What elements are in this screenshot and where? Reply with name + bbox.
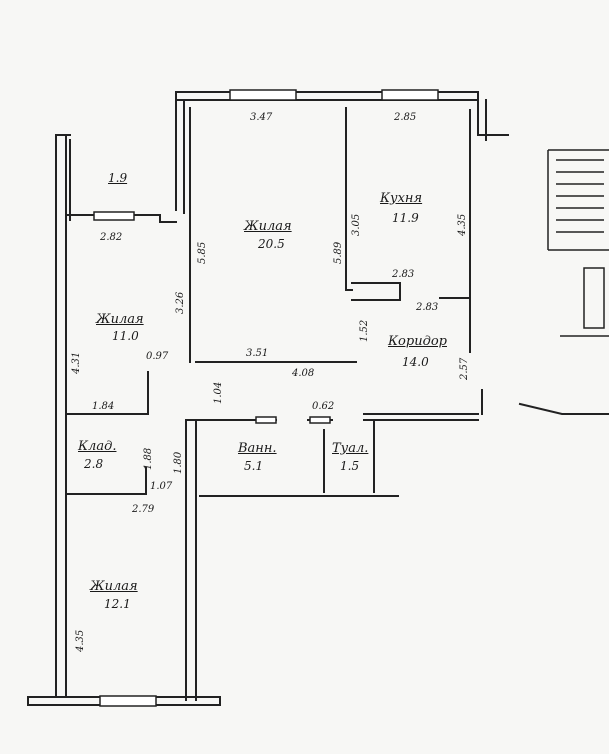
wall-left-exterior	[55, 134, 67, 696]
window-kitchen	[381, 89, 439, 101]
wall-storage-bottom	[67, 467, 147, 495]
dim-285: 2.85	[394, 112, 417, 123]
living3-area: 12.1	[104, 597, 131, 611]
window-balcony	[93, 211, 135, 221]
living2-name: Жилая	[96, 312, 144, 327]
dim-282: 2.82	[100, 232, 123, 243]
dim-180: 1.80	[173, 451, 184, 474]
living3-name: Жилая	[90, 579, 138, 594]
wall-left-block	[175, 91, 185, 214]
door-bath	[255, 416, 277, 424]
dim-408: 4.08	[292, 368, 315, 379]
dim-188: 1.88	[143, 447, 154, 470]
dim-435b: 4.35	[75, 629, 86, 652]
stair-landing	[583, 267, 605, 329]
storage-name: Клад.	[78, 439, 117, 454]
dim-305: 3.05	[351, 213, 362, 236]
dim-279: 2.79	[132, 504, 155, 515]
balcony-area: 1.9	[108, 171, 128, 185]
door-toilet	[309, 416, 331, 424]
dim-435: 4.35	[457, 213, 468, 236]
toilet-area: 1.5	[340, 459, 360, 473]
corridor-area: 14.0	[402, 355, 429, 369]
dim-107: 1.07	[150, 481, 173, 492]
wall-corridor-bottom	[363, 413, 479, 421]
dim-347: 3.47	[250, 112, 273, 123]
stair-outline	[547, 149, 609, 251]
bath-name: Ванн.	[238, 441, 277, 456]
kitchen-area: 11.9	[392, 211, 419, 225]
wall-storage-top	[67, 371, 149, 415]
bath-area: 5.1	[244, 459, 264, 473]
living1-area: 20.5	[258, 237, 285, 251]
wall-bottom-cap	[27, 696, 221, 706]
dim-326: 3.26	[175, 291, 186, 314]
storage-area: 2.8	[84, 457, 104, 471]
wall-kitchen-shelf	[351, 282, 401, 301]
dim-257: 2.57	[459, 357, 470, 380]
wall-living1-right	[345, 107, 353, 291]
dim-585: 5.85	[197, 241, 208, 264]
dim-283a: 2.83	[392, 269, 415, 280]
wall-toilet	[323, 419, 375, 493]
living2-area: 11.0	[112, 329, 139, 343]
window-bottom	[99, 695, 157, 707]
dim-431: 4.31	[71, 351, 82, 374]
dim-283b: 2.83	[416, 302, 439, 313]
dim-589: 5.89	[333, 241, 344, 264]
toilet-name: Туал.	[332, 441, 369, 456]
stair-steps	[556, 159, 604, 233]
window-living1	[229, 89, 297, 101]
living1-name: Жилая	[244, 219, 292, 234]
corridor-name: Коридор	[388, 334, 447, 349]
dim-104: 1.04	[213, 381, 224, 404]
wall-spine	[185, 419, 197, 701]
wall-entry	[518, 402, 609, 415]
kitchen-name: Кухня	[380, 191, 423, 206]
wall-stair-top	[477, 91, 509, 141]
dim-062: 0.62	[312, 401, 335, 412]
dim-351: 3.51	[246, 348, 269, 359]
dim-184: 1.84	[92, 401, 115, 412]
dim-097: 0.97	[146, 351, 169, 362]
dim-152: 1.52	[359, 319, 370, 342]
